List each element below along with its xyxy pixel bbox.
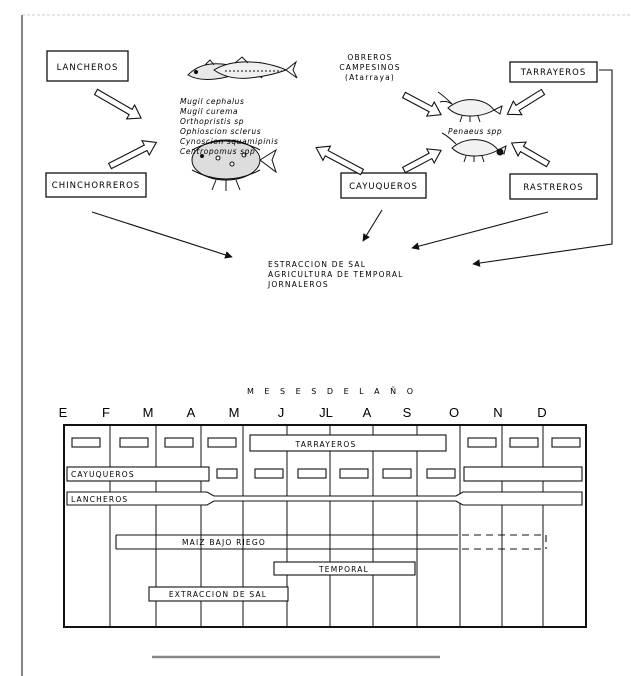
activity-item: JORNALEROS xyxy=(267,280,329,289)
bar-sal-label: EXTRACCION DE SAL xyxy=(169,590,267,599)
box-tarrayeros: TARRAYEROS xyxy=(510,62,597,82)
month-label: D xyxy=(537,405,546,420)
box-rastreros: RASTREROS xyxy=(510,174,597,199)
obreros-label: OBREROS CAMPESINOS (Atarraya) xyxy=(339,53,400,82)
arrow-chinchorreros-to-activities xyxy=(92,212,232,257)
month-label: N xyxy=(493,405,502,420)
month-label: M xyxy=(143,405,154,420)
activity-item: ESTRACCION DE SAL xyxy=(268,260,366,269)
box-cayuqueros-label: CAYUQUEROS xyxy=(349,182,418,192)
month-label: E xyxy=(59,405,68,420)
month-label: J xyxy=(278,405,285,420)
arrow-cayuqueros-to-fish xyxy=(312,141,365,180)
fish-species-list: Mugil cephalus Mugil curema Orthopristis… xyxy=(180,97,278,156)
shrimp-species: Penaeus spp xyxy=(448,127,502,136)
species-item: Mugil cephalus xyxy=(180,97,245,106)
species-item: Centropomus spp xyxy=(180,147,255,156)
box-chinchorreros-label: CHINCHORREROS xyxy=(52,181,140,191)
other-activities: ESTRACCION DE SAL AGRICULTURA DE TEMPORA… xyxy=(267,260,404,289)
month-label: M xyxy=(229,405,240,420)
box-lancheros-label: LANCHEROS xyxy=(57,63,119,73)
fish-jack-icon xyxy=(214,57,297,78)
species-item: Ophioscion sclerus xyxy=(180,127,261,136)
month-label: JL xyxy=(319,405,333,420)
arrow-obreros-to-shrimp xyxy=(400,88,445,122)
activity-item: AGRICULTURA DE TEMPORAL xyxy=(268,270,404,279)
bar-temporal-label: TEMPORAL xyxy=(318,565,369,574)
calendar-table xyxy=(64,425,586,627)
calendar-title: M E S E S D E L A Ñ O xyxy=(247,386,417,396)
bar-maiz-label: MAIZ BAJO RIEGO xyxy=(182,538,266,547)
obreros-line-1: OBREROS xyxy=(347,53,392,62)
bar-lancheros-label: LANCHEROS xyxy=(71,495,128,504)
species-item: Cynoscion squamipinis xyxy=(180,137,278,146)
box-rastreros-label: RASTREROS xyxy=(523,183,583,193)
box-lancheros: LANCHEROS xyxy=(47,51,128,81)
month-labels: E F M A M J JL A S O N D xyxy=(59,405,547,420)
box-cayuqueros: CAYUQUEROS xyxy=(341,173,426,198)
arrow-cayuqueros-to-activities xyxy=(363,210,382,241)
bar-tarrayeros-label: TARRAYEROS xyxy=(295,440,357,449)
bar-cayuqueros-label: CAYUQUEROS xyxy=(71,470,135,479)
species-item: Mugil curema xyxy=(180,107,238,116)
species-item: Orthopristis sp xyxy=(180,117,244,126)
shrimp-top-icon xyxy=(438,92,502,122)
month-label: A xyxy=(363,405,372,420)
arrow-cayuqueros-to-shrimp xyxy=(400,143,445,177)
arrow-tarrayeros-to-activities xyxy=(473,70,612,264)
arrow-chinchorreros-to-fish xyxy=(106,135,160,173)
arrow-rastreros-to-activities xyxy=(412,212,548,248)
box-tarrayeros-label: TARRAYEROS xyxy=(520,68,587,78)
arrow-tarrayeros-to-shrimp xyxy=(503,85,547,121)
shrimp-bottom-icon xyxy=(442,133,506,162)
arrow-lancheros-to-fish xyxy=(92,85,145,125)
month-label: A xyxy=(187,405,196,420)
month-label: S xyxy=(403,405,412,420)
obreros-line-2: CAMPESINOS xyxy=(339,63,400,72)
box-chinchorreros: CHINCHORREROS xyxy=(46,173,146,197)
month-label: F xyxy=(102,405,110,420)
month-label: O xyxy=(449,405,459,420)
obreros-line-3: (Atarraya) xyxy=(345,73,395,82)
arrow-rastreros-to-shrimp xyxy=(508,136,552,171)
